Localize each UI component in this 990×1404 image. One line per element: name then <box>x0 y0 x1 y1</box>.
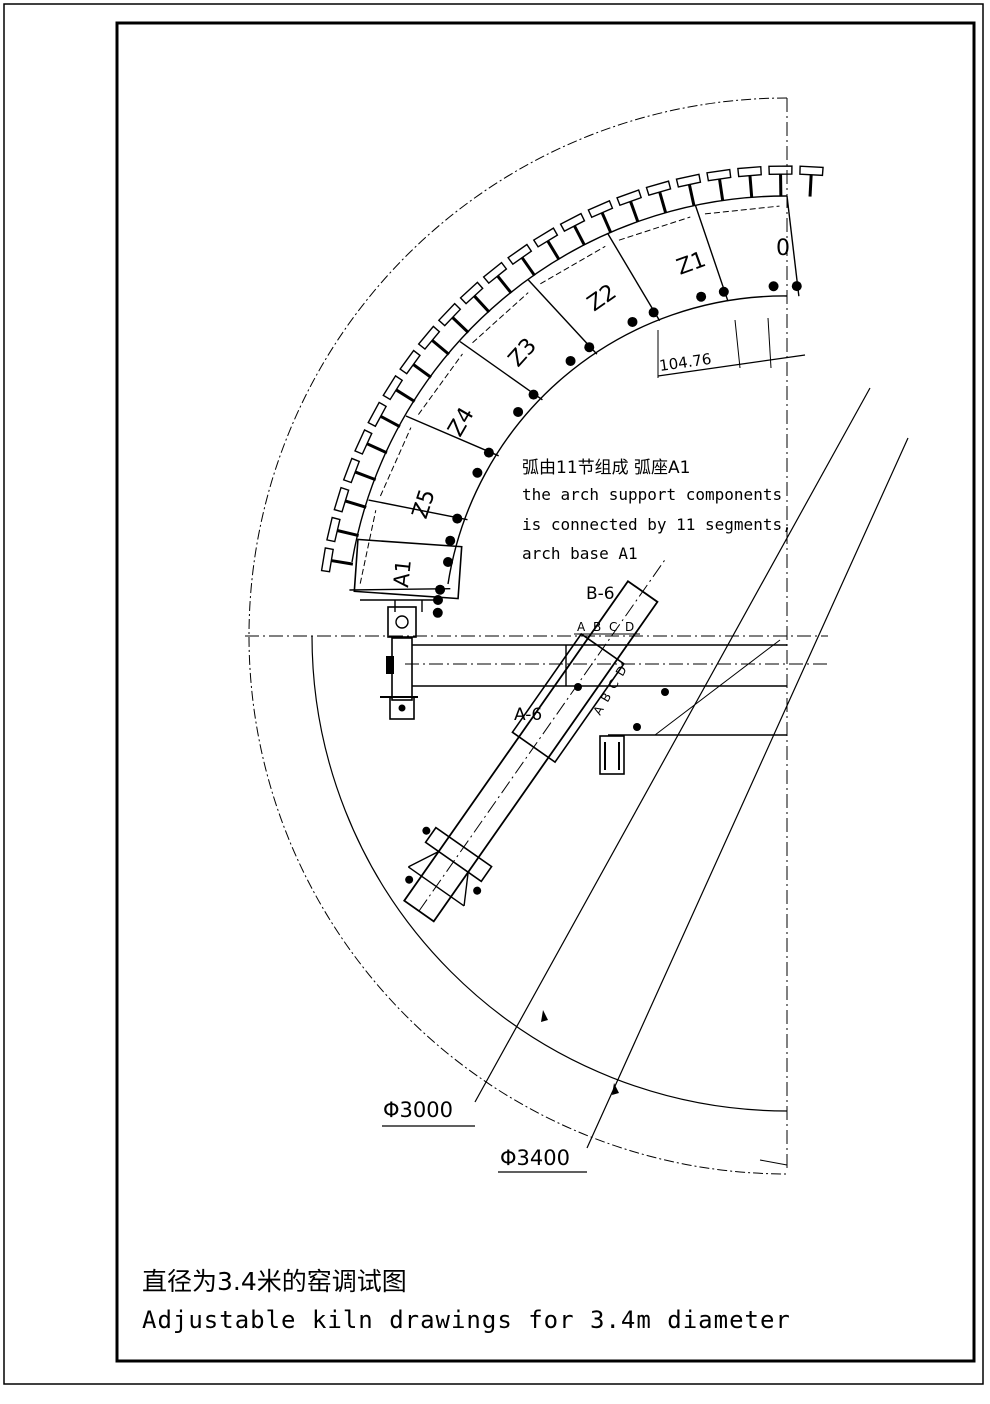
ring-web <box>602 213 611 233</box>
ring-flange <box>368 402 386 426</box>
ring-flange <box>334 488 348 512</box>
abcd-top-c: C <box>609 620 617 634</box>
segment-bolt <box>472 468 482 478</box>
segment-bolt <box>769 281 779 291</box>
ring-flange <box>800 166 823 175</box>
inner-circle-3000 <box>312 636 787 1111</box>
arrow-3000 <box>541 1010 548 1022</box>
segment-bolt <box>649 307 659 317</box>
ring-flange <box>400 351 420 374</box>
ring-web <box>810 175 811 197</box>
ring-flange <box>588 201 612 217</box>
ring-flange <box>344 458 360 482</box>
segment-label-z5: Z5 <box>408 486 441 521</box>
ring-web <box>498 276 512 293</box>
abcd-diag-a: A <box>590 703 607 718</box>
segment-bolt <box>627 317 637 327</box>
title-en: Adjustable kiln drawings for 3.4m diamet… <box>142 1306 791 1334</box>
ring-web <box>548 241 559 260</box>
segment-chord <box>619 217 690 240</box>
note-cn: 弧由11节组成 弧座A1 <box>522 453 690 478</box>
ring-web <box>381 416 400 426</box>
segment-bolt <box>584 342 594 352</box>
segment-bolt <box>529 390 539 400</box>
segment-chord <box>380 428 410 496</box>
section-a-label: A-6 <box>514 705 542 725</box>
segment-bolt <box>719 287 729 297</box>
diagonal-arm <box>383 534 698 934</box>
segment-bolt <box>566 356 576 366</box>
ring-web <box>396 390 415 402</box>
ring-web <box>337 531 358 536</box>
segment-label-z2: Z2 <box>583 280 621 317</box>
ring-web <box>413 364 431 377</box>
ring-web <box>574 226 584 246</box>
ring-web <box>474 296 489 312</box>
ring-flange <box>383 376 402 400</box>
ring-web <box>345 501 366 507</box>
segment-chord <box>705 206 780 214</box>
segment-bolt <box>433 608 443 618</box>
diameter-3400-label: Φ3400 <box>500 1146 570 1170</box>
segment-bolt <box>792 281 802 291</box>
segment-chord <box>473 293 529 343</box>
ring-flange <box>534 228 558 247</box>
dim-104-ext2 <box>735 320 740 368</box>
ring-web <box>367 444 387 453</box>
abcd-top-b: B <box>593 620 601 634</box>
ring-web <box>720 179 723 201</box>
ring-web <box>432 340 449 354</box>
abcd-diag-b: B <box>598 690 614 704</box>
ring-web <box>750 175 752 197</box>
abcd-top-d: D <box>625 620 634 634</box>
note-en-line2: is connected by 11 segments, <box>522 516 792 534</box>
segment-bolt <box>513 407 523 417</box>
diameter-3000-label: Φ3000 <box>383 1098 453 1122</box>
dim-underline-3400-tail <box>760 1160 787 1165</box>
ring-web <box>631 201 638 222</box>
title-cn: 直径为3.4米的窑调试图 <box>142 1262 407 1298</box>
ring-web <box>355 472 376 480</box>
segment-bolt <box>696 292 706 302</box>
outer-border <box>4 4 983 1384</box>
ring-flange <box>738 167 761 177</box>
segment-bolt <box>452 514 462 524</box>
ring-web <box>452 317 468 332</box>
segment-label-z3: Z3 <box>504 334 542 372</box>
ring-flange <box>355 430 372 454</box>
ring-flange <box>561 214 585 232</box>
segment-label-0: 0 <box>776 236 790 261</box>
segment-bolt <box>484 448 494 458</box>
segment-label-z1: Z1 <box>674 247 710 280</box>
ring-web <box>660 192 666 213</box>
ring-web <box>331 561 353 565</box>
segment-label-a1: A1 <box>389 558 416 588</box>
segment-bolt <box>445 536 455 546</box>
abcd-top-a: A <box>577 620 586 634</box>
segment-inner-arc <box>448 296 787 584</box>
ring-web <box>689 184 694 206</box>
chord-line <box>655 640 780 735</box>
dimension-104-label: 104.76 <box>658 350 712 375</box>
ring-flange <box>769 166 792 174</box>
ring-flange <box>617 190 641 205</box>
segment-bolt <box>435 585 445 595</box>
segment-label-z4: Z4 <box>444 403 480 441</box>
ring-flange <box>484 263 507 284</box>
note-en-line3: arch base A1 <box>522 545 638 563</box>
ring-web <box>522 258 535 276</box>
segment-chord <box>360 510 376 583</box>
ring-flange <box>508 245 531 265</box>
note-en-line1: the arch support components <box>522 486 782 504</box>
section-b-label: B-6 <box>586 584 615 604</box>
